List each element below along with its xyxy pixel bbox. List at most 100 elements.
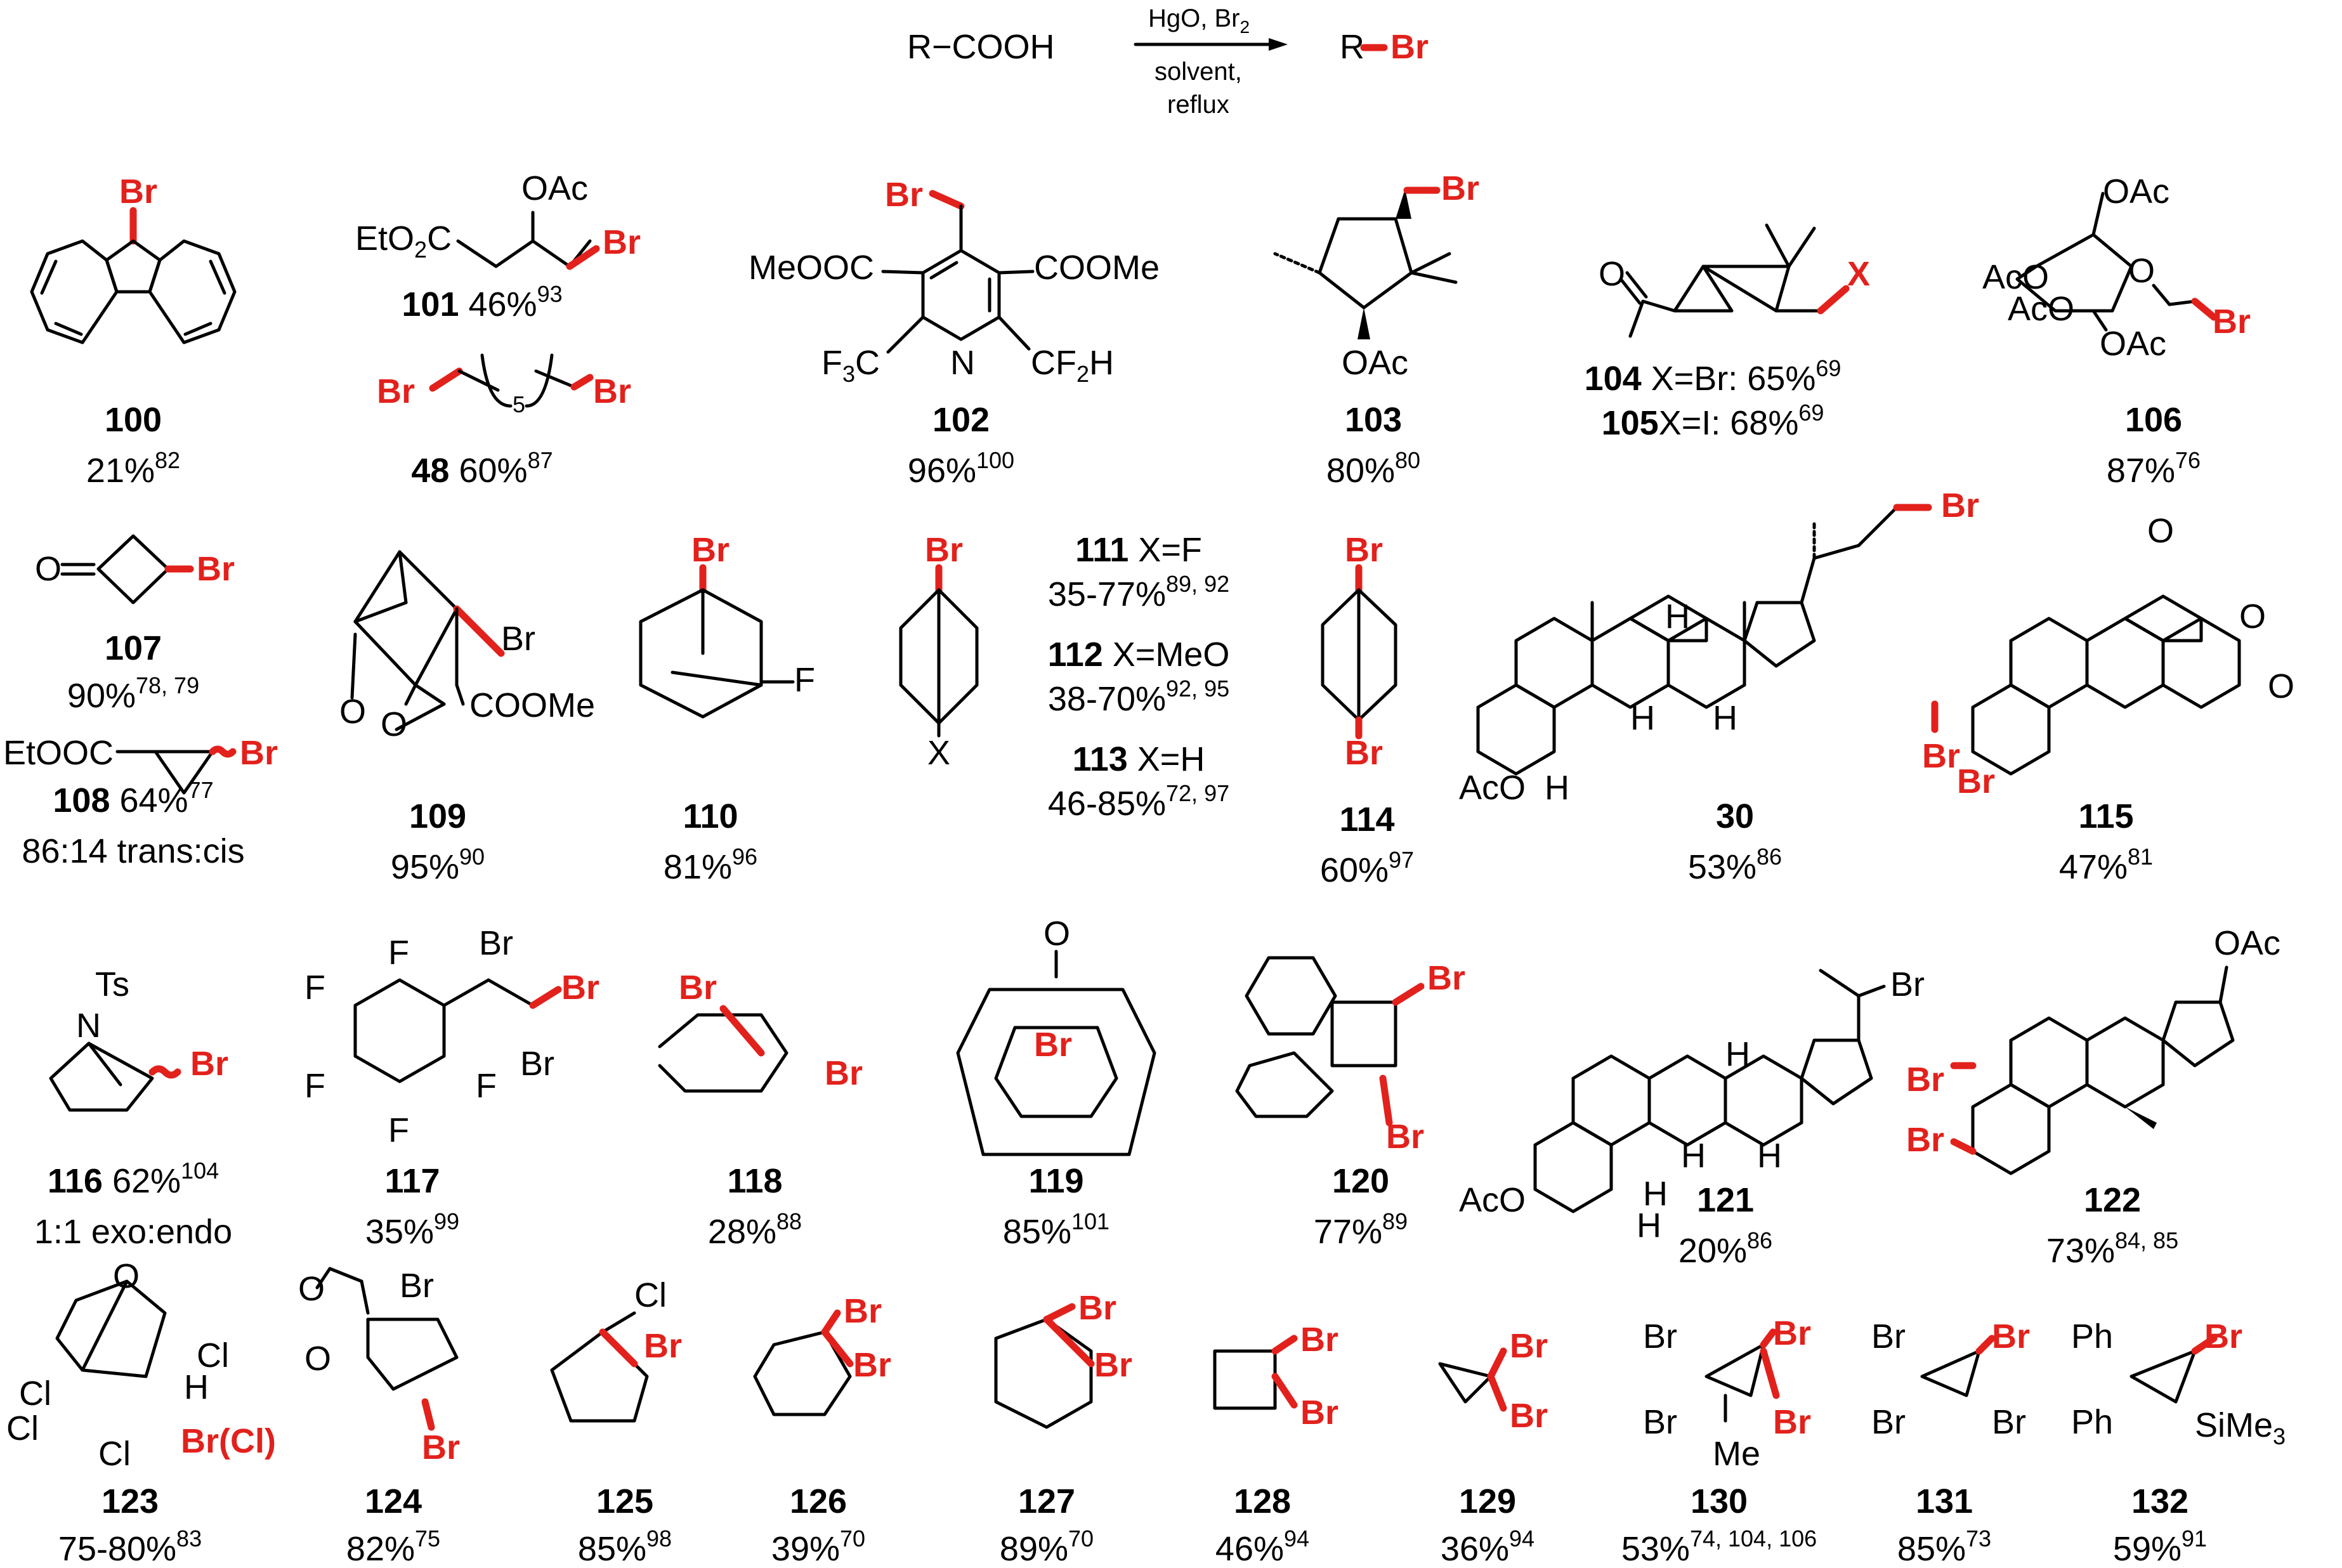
- compound-108-structure: EtOOC Br: [3, 734, 278, 795]
- etooc-label: EtOOC: [3, 734, 114, 772]
- h-atom-3: H: [1665, 598, 1690, 636]
- compound-label-105: 105X=I: 68%69: [1602, 400, 1824, 442]
- compound-note-108: 86:14 trans:cis: [22, 832, 244, 870]
- compound-yield-123: 75-80%83: [58, 1526, 202, 1568]
- br-atom-1: Br: [844, 1292, 882, 1330]
- ring-o: O: [2128, 252, 2155, 290]
- compound-number-127: 127: [1018, 1482, 1075, 1520]
- compound-number-126: 126: [790, 1482, 847, 1520]
- compound-122-structure: OAc Br Br: [1906, 924, 2280, 1175]
- compound-104-105-structure: O X: [1599, 223, 1870, 338]
- br-atom: Br: [2213, 303, 2251, 341]
- compound-yield-121: 20%86: [1678, 1227, 1772, 1270]
- br-atom: Br: [1034, 1026, 1072, 1064]
- br-atom-2: Br: [825, 1054, 863, 1092]
- br-atom-2: Br: [561, 969, 599, 1007]
- br-atom-1: Br: [1643, 1317, 1677, 1356]
- coome-label: COOMe: [469, 686, 595, 724]
- br-atom: Br: [240, 734, 278, 772]
- compound-119-structure: O Br: [956, 915, 1156, 1156]
- oac-label: OAc: [2214, 924, 2280, 962]
- compound-number-103: 103: [1345, 401, 1402, 439]
- h-atom-4: H: [1643, 1175, 1668, 1213]
- compound-number-100: 100: [105, 401, 162, 439]
- br-atom: Br: [119, 173, 157, 211]
- br-atom-4: Br: [1992, 1403, 2026, 1441]
- br-atom: Br: [1890, 965, 1925, 1003]
- ph-label-1: Ph: [2071, 1317, 2113, 1356]
- compound-124-structure: O O Br Br: [298, 1267, 460, 1467]
- compound-yield-122: 73%84, 85: [2046, 1227, 2178, 1270]
- compound-yield-125: 85%98: [578, 1526, 672, 1568]
- br-atom-1: Br: [679, 969, 717, 1007]
- compound-yield-120: 77%89: [1314, 1208, 1408, 1251]
- br-atom: Br: [885, 176, 923, 214]
- compound-number-106: 106: [2125, 401, 2182, 439]
- aco-label: AcO: [1459, 1181, 1526, 1219]
- compound-yield-118: 28%88: [708, 1208, 802, 1251]
- compound-yield-109: 95%90: [391, 844, 485, 886]
- compound-126-structure: Br Br: [753, 1292, 891, 1416]
- aco-3-label: AcO: [2008, 290, 2074, 328]
- compound-number-128: 128: [1234, 1482, 1291, 1520]
- cl-atom-4: Cl: [98, 1435, 131, 1473]
- br-atom-2: Br: [1957, 762, 1995, 800]
- compound-number-131: 131: [1916, 1482, 1973, 1520]
- compound-number-122: 122: [2084, 1181, 2141, 1219]
- compound-100-structure: Br: [30, 173, 237, 344]
- h-atom-1: H: [1630, 699, 1655, 737]
- br-atom-1: Br: [1922, 737, 1960, 775]
- br-atom-1: Br: [1510, 1327, 1548, 1365]
- br-atom: Br: [1941, 487, 1979, 525]
- br-atom-4: Br: [1773, 1403, 1811, 1441]
- br-atom-1: Br: [1871, 1317, 1906, 1356]
- coome-label: COOMe: [1034, 249, 1160, 287]
- compound-117-structure: F F F F F Br Br Br: [304, 924, 599, 1149]
- compound-yield-115: 47%81: [2059, 844, 2153, 886]
- f3c-label: F3C: [821, 344, 880, 387]
- compound-number-121: 121: [1697, 1181, 1754, 1219]
- br-atom-1: Br: [1078, 1289, 1116, 1327]
- o-atom-1: O: [2239, 598, 2266, 636]
- arrow-head: [1269, 38, 1288, 51]
- compound-115-structure: O O O Br Br: [1922, 512, 2294, 800]
- compound-yield-106: 87%76: [2107, 447, 2201, 490]
- compound-yield-132: 59%91: [2113, 1526, 2207, 1568]
- compound-number-115: 115: [2078, 797, 2133, 835]
- compound-number-119: 119: [1028, 1162, 1083, 1200]
- f-atom-1: F: [388, 934, 409, 972]
- compound-116-structure: Ts N Br: [49, 965, 228, 1112]
- aco-label: AcO: [1459, 769, 1526, 807]
- compound-123-structure: O Cl H Cl Cl Cl Br(Cl): [6, 1257, 276, 1473]
- f-atom-4: F: [388, 1111, 409, 1149]
- br-atom-2: Br: [1510, 1397, 1548, 1435]
- meooc-label: MeOOC: [749, 249, 874, 287]
- compound-30-structure: Br H H H H AcO: [1459, 487, 1979, 807]
- br-atom: Br: [197, 550, 235, 588]
- compound-label-116: 116 62%104: [48, 1158, 219, 1200]
- compound-127-structure: Br Br: [994, 1289, 1132, 1429]
- br-atom-bottom: Br: [1345, 734, 1383, 772]
- br-atom-2: Br: [1871, 1403, 1906, 1441]
- eto2c-label: EtO2C: [355, 219, 452, 263]
- o-atom-ketone: O: [2147, 512, 2174, 550]
- compound-note-116: 1:1 exo:endo: [34, 1213, 232, 1251]
- product-r-label: R: [1340, 28, 1364, 66]
- h-atom-2: H: [1713, 699, 1737, 737]
- h-atom-4: H: [1545, 769, 1569, 807]
- ts-label: Ts: [95, 965, 129, 1003]
- x-atom: X: [927, 734, 950, 772]
- h-atom: H: [184, 1368, 209, 1406]
- o-atom: O: [1043, 915, 1070, 953]
- reaction-header: R−COOH HgO, Br2 solvent, reflux R Br: [907, 4, 1429, 119]
- oac-2-label: OAc: [2100, 325, 2166, 363]
- compound-yield-119: 85%101: [1003, 1208, 1109, 1251]
- br-atom: Br: [644, 1327, 682, 1365]
- br-atom: Br: [501, 620, 535, 658]
- compound-yield-100: 21%82: [86, 447, 180, 490]
- compound-111-113-structure: Br X: [899, 531, 979, 772]
- compound-114-structure: Br Br: [1321, 531, 1397, 772]
- br-atom-right: Br: [593, 372, 631, 410]
- br-atom-2: Br: [1094, 1346, 1132, 1384]
